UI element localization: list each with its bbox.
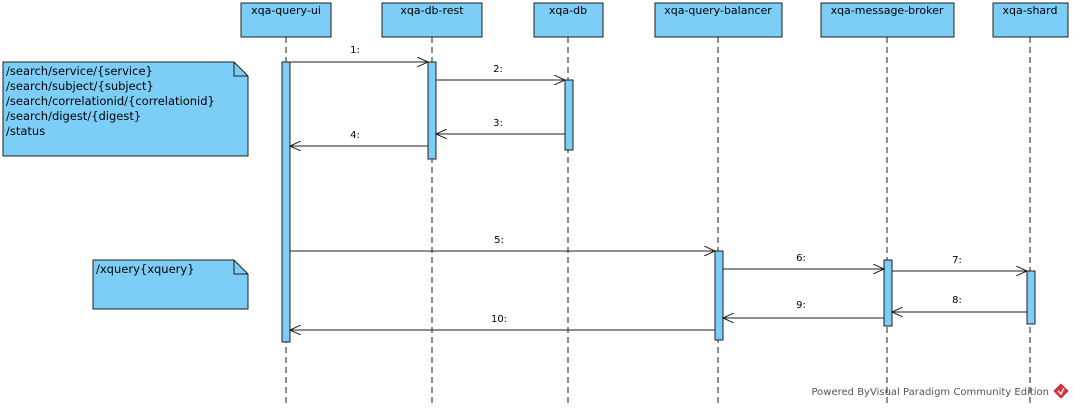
activation-db — [564, 79, 574, 151]
message-label: 3: — [493, 118, 503, 129]
message-9: 9: — [723, 300, 884, 318]
message-label: 4: — [350, 130, 360, 141]
lifeline-db: xqa-db — [533, 2, 604, 405]
message-4: 4: — [290, 130, 428, 146]
message-1: 1: — [290, 45, 428, 62]
lifeline-label-shard: xqa-shard — [1003, 4, 1058, 17]
lifeline-label-ui: xqa-query-ui — [251, 4, 321, 17]
message-label: 9: — [796, 300, 806, 311]
note-fold — [233, 260, 248, 275]
note-shape — [92, 259, 249, 310]
message-label: 8: — [952, 295, 962, 306]
note-fold — [233, 62, 248, 77]
lifeline-label-balancer: xqa-query-balancer — [664, 4, 772, 17]
message-label: 5: — [494, 235, 504, 246]
lifeline-label-broker: xqa-message-broker — [831, 4, 944, 17]
note-line: /search/subject/{subject} — [6, 79, 154, 93]
message-label: 6: — [796, 253, 806, 264]
lifeline-head-broker — [820, 2, 955, 38]
footer: Powered ByVisual Paradigm Community Edit… — [812, 383, 1069, 399]
message-7: 7: — [892, 255, 1027, 271]
lifeline-head-ui — [240, 2, 332, 38]
message-8: 8: — [892, 295, 1027, 312]
note-line: /search/correlationid/{correlationid} — [6, 94, 215, 108]
note-shape — [2, 61, 249, 157]
note-line: /search/service/{service} — [6, 64, 153, 78]
note-line: /xquery{xquery} — [96, 262, 195, 276]
lifeline-balancer: xqa-query-balancer — [654, 2, 783, 405]
message-label: 7: — [952, 255, 962, 266]
activation-dbrest — [427, 61, 437, 160]
lifeline-label-dbrest: xqa-db-rest — [400, 4, 464, 17]
message-2: 2: — [436, 64, 565, 80]
lifeline-head-dbrest — [381, 2, 483, 38]
activation-balancer — [714, 250, 724, 341]
message-5: 5: — [290, 235, 715, 251]
note-search-endpoints: /search/service/{service} /search/subjec… — [2, 61, 249, 157]
visual-paradigm-logo-icon — [1053, 383, 1069, 399]
activation-ui — [281, 61, 291, 343]
message-6: 6: — [723, 253, 884, 269]
footer-text: Powered ByVisual Paradigm Community Edit… — [812, 387, 1050, 398]
message-label: 2: — [493, 64, 503, 75]
lifeline-head-shard — [992, 2, 1069, 38]
message-label: 10: — [491, 314, 507, 325]
note-line: /search/digest/{digest} — [6, 109, 141, 123]
lifeline-label-db: xqa-db — [549, 4, 587, 17]
activation-broker — [883, 259, 893, 327]
lifeline-broker: xqa-message-broker — [820, 2, 955, 405]
activation-shard — [1026, 270, 1036, 325]
lifeline-shard: xqa-shard — [992, 2, 1069, 405]
lifeline-head-balancer — [654, 2, 783, 38]
message-10: 10: — [290, 314, 715, 330]
note-line: /status — [6, 124, 45, 138]
message-label: 1: — [350, 45, 360, 56]
note-xquery: /xquery{xquery} — [92, 259, 249, 310]
message-3: 3: — [436, 118, 565, 134]
